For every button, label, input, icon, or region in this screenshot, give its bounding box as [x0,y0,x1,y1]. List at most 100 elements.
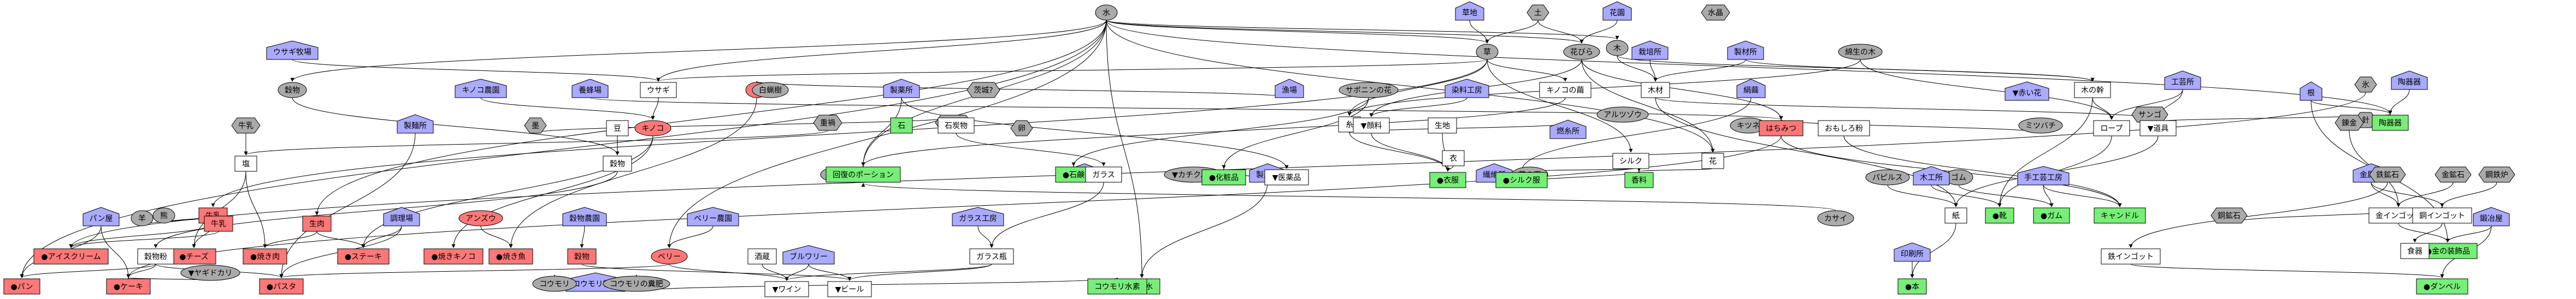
node-label: キャンドル [2101,212,2139,220]
graph-node: 鉄鉱石 [2369,166,2406,183]
graph-edge [1347,59,1861,116]
graph-edge [154,171,618,248]
graph-node: ●アイスクリーム [33,248,109,265]
node-label: 根 [2307,89,2315,98]
node-shape [1631,40,1669,60]
graph-node: 穀物 [278,82,307,98]
node-shape [2033,207,2070,224]
node-label: 墨 [532,122,539,130]
graph-edge [1581,59,1783,120]
node-shape [952,207,1004,226]
graph-node: 木の幹 [2074,82,2111,98]
graph-edge [1655,97,2160,120]
graph-node: キャンドル [2094,207,2146,224]
node-shape [603,276,670,292]
node-label: 穀物 [285,86,300,95]
node-label: ●本 [1905,283,1919,291]
node-shape [1264,169,1309,186]
node-shape [1944,207,1967,224]
node-shape [1759,120,1803,136]
node-label: 鉄インゴット [2108,252,2154,261]
node-label: ●靴 [1993,212,2007,220]
node-label: はちみつ [1766,124,1796,133]
node-shape [2434,166,2472,183]
node-shape [1701,4,1730,21]
graph-edge [1106,20,1489,44]
graph-node: 栽培所 [1631,40,1669,60]
graph-node: ●ガム [2033,207,2070,224]
node-shape [1736,79,1766,98]
graph-node: 根 [2300,81,2322,101]
node-shape [2354,76,2377,93]
node-label: ゴム [1951,173,1966,182]
node-label: アルツゾウ [1604,111,1642,119]
node-label: ●シルク服 [1503,176,1540,185]
node-label: おもしろ粉 [1825,124,1863,133]
node-shape [524,117,547,134]
node-shape [2101,248,2161,265]
graph-edge [1958,184,2054,207]
node-label: 花園 [1610,9,1625,17]
node-shape [397,114,434,134]
graph-node: 水晶 [1701,4,1730,21]
graph-node: サポニンの花 [1339,82,1399,98]
node-shape [2300,81,2322,101]
graph-edge [1371,133,1450,172]
graph-node: 穀物農園 [562,207,607,226]
node-shape [1602,1,1632,21]
graph-edge [126,264,156,278]
edges-layer [20,20,2497,292]
node-shape [1913,166,1950,186]
node-shape [2416,278,2468,295]
node-label: ●焼き肉 [250,253,280,261]
graph-edge [580,225,585,248]
graph-node: ●化粧品 [1201,169,1246,186]
node-label: ▼道具 [2148,124,2169,133]
node-shape [606,120,629,136]
graph-edge [290,20,1107,82]
graph-node: 綿生の木 [1838,44,1883,60]
node-label: コウモリの糞肥 [610,280,663,289]
graph-edge [1579,20,1618,44]
graph-edge [20,264,156,278]
node-label: 木工所 [1920,174,1943,182]
graph-edge [754,81,1290,98]
graph-node: 水 [1095,4,1118,21]
graph-node: ミツバチ [2018,117,2063,134]
graph-edge [126,135,1782,278]
node-label: ●パン [11,283,33,291]
graph-edge [1106,20,1584,44]
node-label: 錬金 [2342,119,2357,128]
node-label: ●チーズ [179,253,209,261]
graph-edge [509,97,757,248]
node-label: ●焼きキノコ [431,253,475,261]
graph-edge [2445,225,2492,243]
node-shape [1526,4,1549,21]
node-label: 鋼鉄炉 [2485,171,2508,180]
graph-edge [1617,55,1658,82]
graph-edge [2413,223,2443,243]
node-shape [2400,243,2430,259]
node-label: ロープ [2100,124,2123,133]
graph-edge [785,264,809,281]
graph-edge [1106,20,1144,278]
graph-edge [651,97,659,120]
node-label: 卵 [1018,124,1025,133]
graph-node: ●パスタ [259,278,304,295]
graph-edge [535,116,958,134]
node-shape [82,207,120,226]
node-shape [2391,70,2428,90]
graph-node: 羊 [131,210,154,226]
node-shape [2473,207,2510,226]
node-label: 木の幹 [2081,86,2104,95]
node-shape [278,82,307,98]
graph-edge [2388,89,2410,115]
node-shape [1010,120,1033,136]
graph-edge [2130,264,2444,278]
node-shape [180,265,240,281]
node-shape [2369,166,2406,183]
graph-edge [263,231,317,248]
node-shape [1985,207,2014,224]
node-label: 製麺所 [404,122,427,130]
node-shape [1275,79,1304,98]
